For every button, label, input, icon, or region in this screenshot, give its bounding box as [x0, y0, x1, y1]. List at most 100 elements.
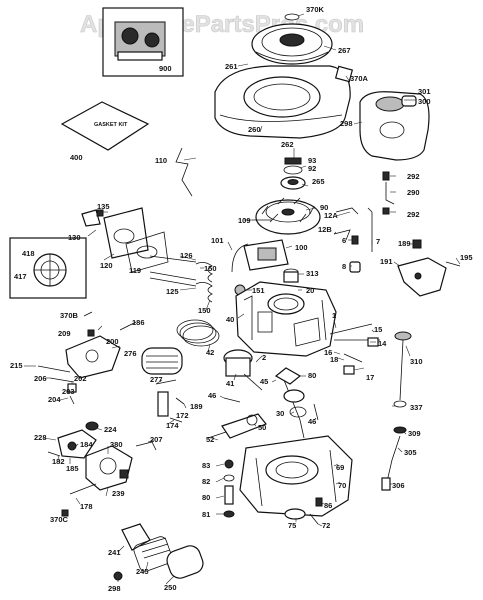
- part-label-186: 186: [132, 318, 145, 327]
- part-label-370K: 370K: [306, 5, 325, 14]
- part-label-370B: 370B: [60, 311, 79, 320]
- screw-46b: [313, 403, 319, 421]
- part-label-90: 90: [320, 203, 328, 212]
- part-label-30: 30: [276, 409, 284, 418]
- screw-277: [155, 379, 177, 385]
- part-label-206: 206: [34, 374, 47, 383]
- part-label-400: 400: [70, 153, 83, 162]
- part-label-70: 70: [338, 481, 346, 490]
- part-label-204: 204: [48, 395, 61, 404]
- part-label-1: 1: [332, 311, 336, 320]
- part-label-200: 200: [106, 337, 119, 346]
- throttle-linkage: [37, 365, 77, 405]
- part-label-195: 195: [460, 253, 473, 262]
- link-207: [135, 441, 157, 451]
- link-178: [69, 483, 97, 495]
- crankshaft-30: [274, 367, 307, 439]
- part-label-16: 16: [324, 348, 332, 357]
- part-label-184: 184: [80, 440, 93, 449]
- part-label-241: 241: [108, 548, 121, 557]
- part-label-417: 417: [14, 272, 27, 281]
- part-label-209: 209: [58, 329, 71, 338]
- part-label-185: 185: [66, 464, 79, 473]
- part-label-18: 18: [330, 355, 338, 364]
- part-label-40: 40: [226, 315, 234, 324]
- part-label-207: 207: [150, 435, 163, 444]
- muffler-300: [359, 91, 430, 161]
- decal-370a: [334, 65, 354, 83]
- part-label-370A: 370A: [350, 74, 369, 83]
- part-label-261: 261: [225, 62, 238, 71]
- part-label-109: 109: [238, 216, 251, 225]
- part-label-306: 306: [392, 481, 405, 490]
- part-label-309: 309: [408, 429, 421, 438]
- part-label-150-b: 150: [198, 306, 211, 315]
- bracket-290: [382, 171, 395, 215]
- screw-72: [309, 513, 319, 525]
- piston-41: [223, 349, 263, 391]
- shaft-stack: [223, 459, 235, 518]
- recoil-starter-267: [251, 13, 333, 65]
- part-label-12B: 12B: [318, 225, 332, 234]
- part-label-228: 228: [34, 433, 47, 442]
- part-label-130: 130: [68, 233, 81, 242]
- part-label-126: 126: [180, 251, 193, 260]
- part-label-151: 151: [252, 286, 265, 295]
- part-label-86: 86: [324, 501, 332, 510]
- part-label-80: 80: [308, 371, 316, 380]
- part-label-75: 75: [288, 521, 296, 530]
- part-label-8: 8: [342, 262, 346, 271]
- flywheel-90: [255, 197, 321, 235]
- part-label-900: 900: [159, 64, 172, 73]
- part-label-189-b: 189: [190, 402, 203, 411]
- ignition-coil-100: [231, 239, 289, 273]
- part-label-101: 101: [211, 236, 224, 245]
- part-label-182: 182: [52, 457, 65, 466]
- part-labels: 370K 267 900 261 370A 301 300 298 260 26…: [10, 5, 473, 593]
- part-label-265: 265: [312, 177, 325, 186]
- part-label-380: 380: [110, 440, 123, 449]
- connecting-rod-50: [207, 413, 267, 439]
- inset-418: [9, 237, 87, 299]
- part-label-262: 262: [281, 140, 294, 149]
- screw-86: [315, 497, 323, 507]
- part-label-135: 135: [97, 202, 110, 211]
- part-label-100: 100: [295, 243, 308, 252]
- leader-lines: [24, 13, 461, 585]
- part-label-46-b: 46: [308, 417, 316, 426]
- part-label-69: 69: [336, 463, 344, 472]
- part-label-41: 41: [226, 379, 234, 388]
- part-label-150-a: 150: [204, 264, 217, 273]
- part-label-189-a: 189: [398, 239, 411, 248]
- part-label-72: 72: [322, 521, 330, 530]
- part-label-224: 224: [104, 425, 117, 434]
- part-label-172: 172: [176, 411, 189, 420]
- part-label-82: 82: [202, 477, 210, 486]
- part-label-20: 20: [306, 286, 314, 295]
- inset-engine-900: [102, 7, 184, 77]
- part-label-125: 125: [166, 287, 179, 296]
- part-label-17: 17: [366, 373, 374, 382]
- part-label-310: 310: [410, 357, 423, 366]
- dipstick-tube-305: [381, 400, 407, 491]
- part-label-298-bottom: 298: [108, 584, 121, 593]
- part-label-245: 245: [136, 567, 149, 576]
- part-label-12A: 12A: [324, 211, 338, 220]
- part-label-191: 191: [380, 257, 393, 266]
- part-label-260: 260: [248, 125, 261, 134]
- carburetor-380: [85, 445, 133, 491]
- seal-75: [284, 508, 306, 520]
- part-label-6: 6: [342, 236, 346, 245]
- part-label-300: 300: [418, 97, 431, 106]
- bracket-172: [157, 391, 185, 423]
- cylinder-block-1: [235, 281, 337, 357]
- part-label-2: 2: [262, 353, 266, 362]
- part-label-298-top: 298: [340, 119, 353, 128]
- part-label-120: 120: [100, 261, 113, 270]
- piston-rings-42: [176, 319, 220, 347]
- part-label-239: 239: [112, 489, 125, 498]
- part-label-80-b: 80: [202, 493, 210, 502]
- control-bracket-191: [397, 239, 461, 297]
- part-label-301: 301: [418, 87, 431, 96]
